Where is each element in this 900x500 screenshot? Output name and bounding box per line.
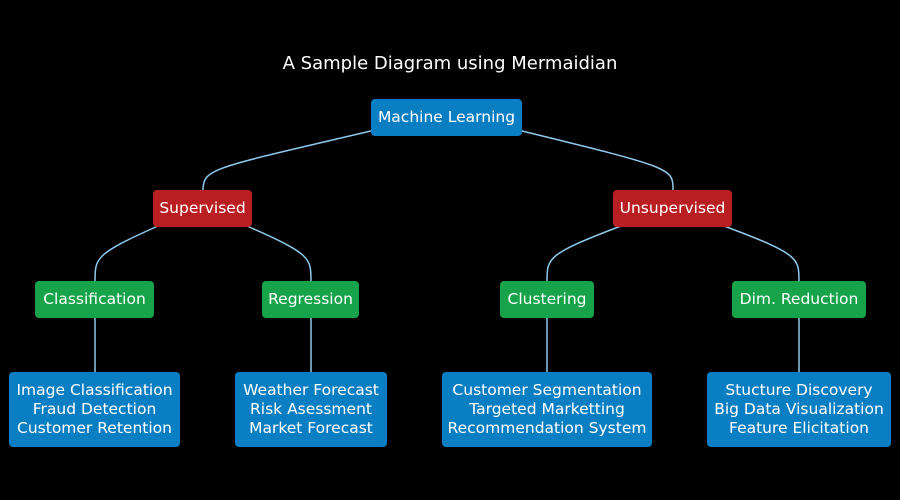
node-regression[interactable]: Regression	[262, 281, 359, 318]
edge-supervised-regression	[246, 225, 312, 282]
node-label: Supervised	[159, 199, 246, 217]
leaf-line: Feature Elicitation	[729, 419, 869, 437]
edge-root-unsupervised	[517, 129, 674, 191]
leaf-line: Big Data Visualization	[714, 400, 884, 418]
node-classification[interactable]: Classification	[35, 281, 154, 318]
leaf-line: Market Forecast	[249, 419, 373, 437]
leaf-line: Recommendation System	[447, 419, 647, 437]
edge-unsupervised-dimreduction	[723, 225, 800, 282]
leaf-line: Fraud Detection	[32, 400, 157, 418]
diagram-title: A Sample Diagram using Mermaidian	[282, 53, 618, 74]
leaf-line: Risk Asessment	[250, 400, 372, 418]
node-unsupervised[interactable]: Unsupervised	[613, 190, 732, 227]
leaf-regression-examples[interactable]: Weather Forecast Risk Asessment Market F…	[235, 372, 387, 447]
edge-supervised-classification	[94, 225, 159, 282]
leaf-line: Customer Retention	[17, 419, 172, 437]
leaf-line: Targeted Marketting	[469, 400, 625, 418]
leaf-line: Stucture Discovery	[725, 381, 873, 399]
leaf-clustering-examples[interactable]: Customer Segmentation Targeted Markettin…	[442, 372, 652, 447]
leaf-line: Weather Forecast	[243, 381, 379, 399]
node-label: Clustering	[507, 290, 587, 308]
node-label: Machine Learning	[377, 108, 516, 126]
node-label: Dim. Reduction	[739, 290, 859, 308]
node-label: Unsupervised	[619, 199, 726, 217]
leaf-line: Image Classification	[16, 381, 173, 399]
node-label: Regression	[268, 290, 353, 308]
edge-root-supervised	[202, 129, 376, 191]
node-machine-learning[interactable]: Machine Learning	[371, 99, 522, 136]
node-clustering[interactable]: Clustering	[500, 281, 594, 318]
leaf-line: Customer Segmentation	[452, 381, 642, 399]
node-supervised[interactable]: Supervised	[153, 190, 252, 227]
edge-unsupervised-clustering	[546, 225, 622, 282]
node-dim-reduction[interactable]: Dim. Reduction	[732, 281, 866, 318]
leaf-classification-examples[interactable]: Image Classification Fraud Detection Cus…	[9, 372, 180, 447]
node-label: Classification	[43, 290, 146, 308]
leaf-dim-reduction-examples[interactable]: Stucture Discovery Big Data Visualizatio…	[707, 372, 891, 447]
